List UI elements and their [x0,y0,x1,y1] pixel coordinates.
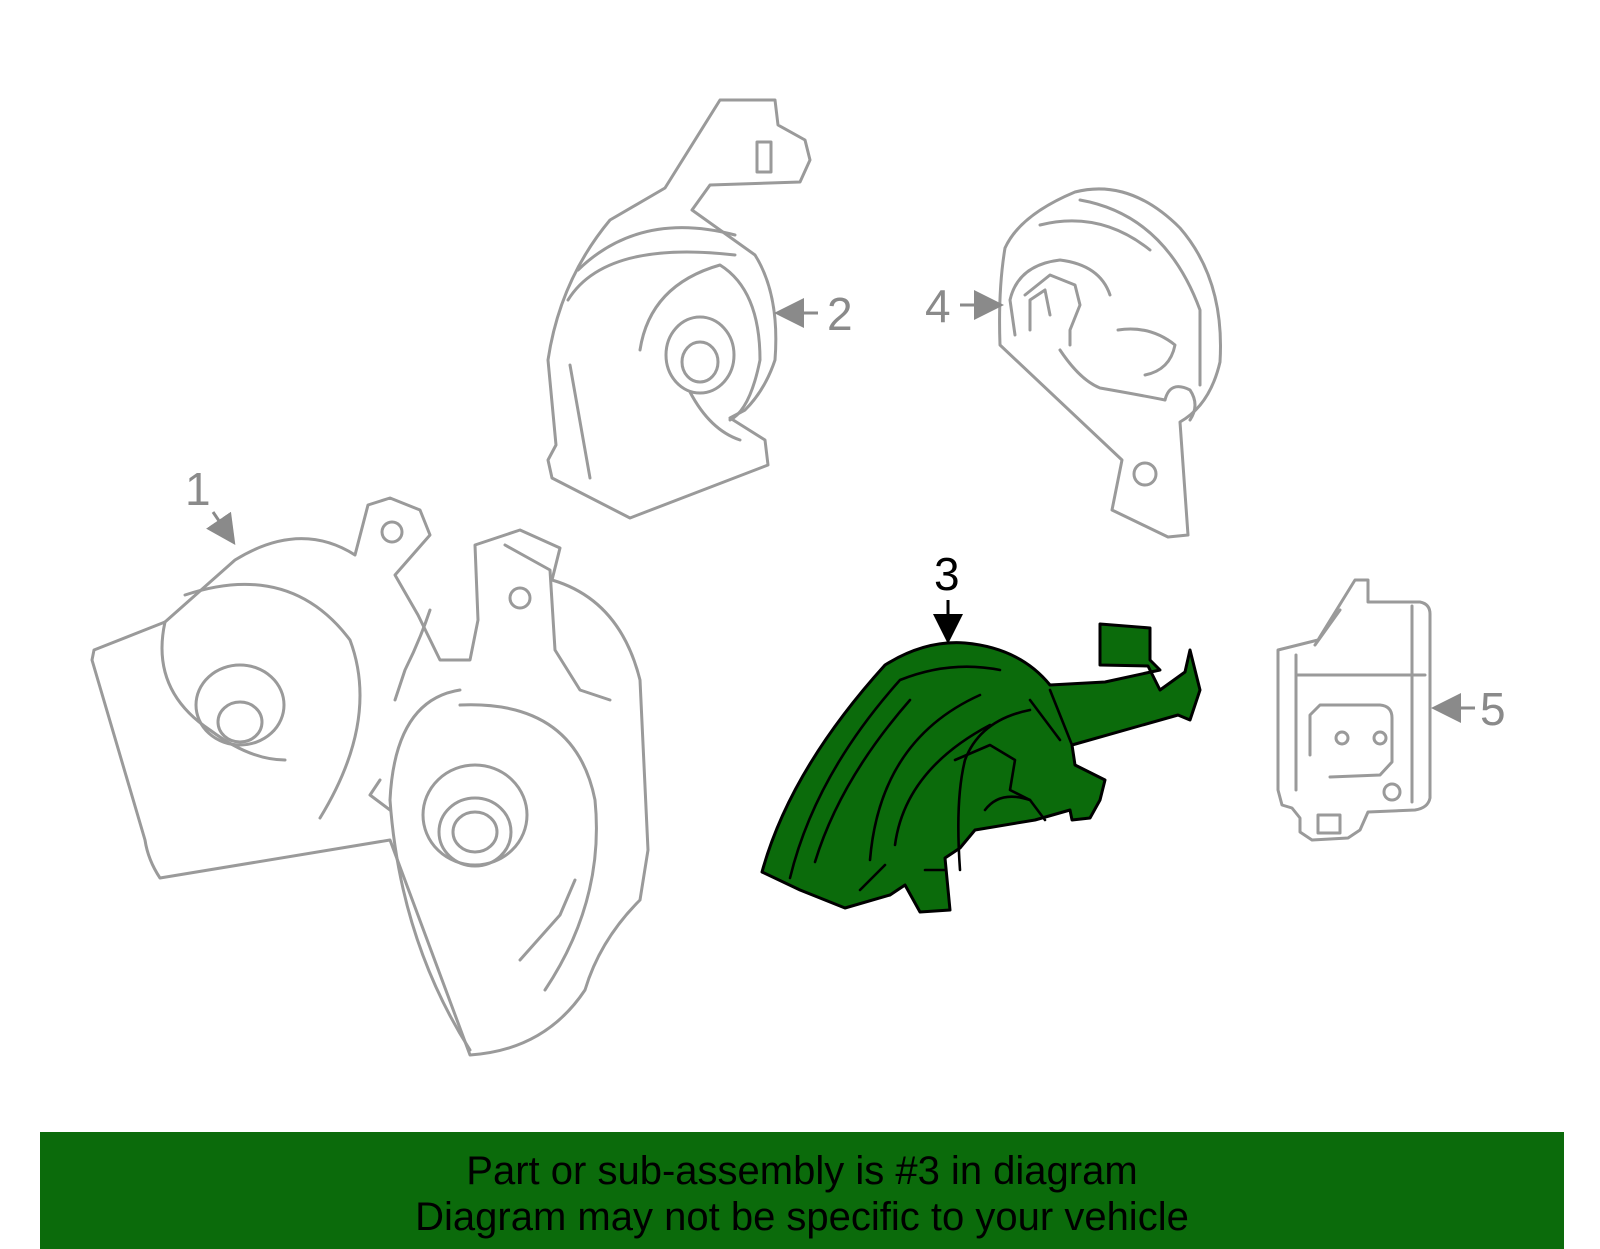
part-2-horn[interactable] [546,98,812,520]
part-5-bracket[interactable] [1276,578,1432,842]
part-4-horn[interactable] [998,187,1222,539]
callout-5[interactable]: 5 [1480,683,1506,735]
info-banner: Part or sub-assembly is #3 in diagram Di… [40,1132,1564,1249]
callout-1[interactable]: 1 [185,463,211,515]
banner-line-2: Diagram may not be specific to your vehi… [415,1195,1189,1239]
callout-3[interactable]: 3 [934,548,960,600]
callout-2[interactable]: 2 [827,288,853,340]
banner-line-1: Part or sub-assembly is #3 in diagram [466,1149,1138,1193]
leader-line-1 [206,511,236,545]
part-1-dual-horn[interactable] [90,496,650,1057]
part-3-horn-highlighted[interactable] [760,622,1202,914]
callout-4[interactable]: 4 [925,280,951,332]
